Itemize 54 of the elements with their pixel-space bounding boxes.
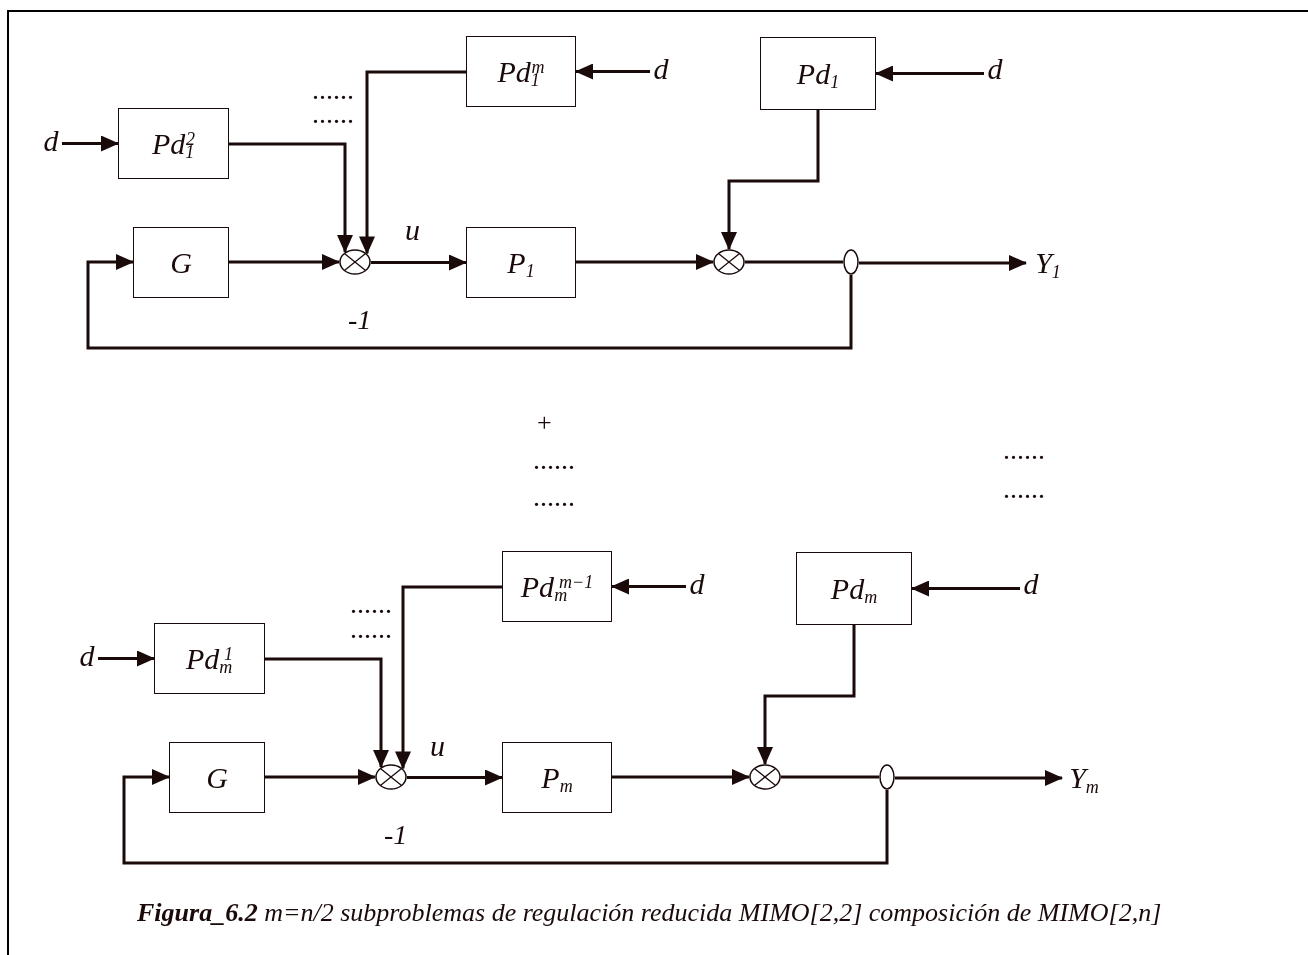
arrow	[62, 135, 119, 152]
continuation-dots: ......	[1003, 436, 1045, 464]
summing-junction	[375, 764, 407, 790]
signal-label: d	[40, 124, 62, 158]
figure-caption: Figura_6.2 m=n/2 subproblemas de regulación reducida MIMO[2,2] composición de MIMO[2,n]	[137, 900, 1162, 926]
pickoff-point	[879, 764, 895, 790]
arrow	[875, 65, 984, 82]
arrow	[122, 769, 889, 865]
arrow	[86, 254, 853, 350]
signal-label: d	[1020, 567, 1042, 601]
continuation-dots: ......	[533, 483, 575, 511]
block-box: G	[133, 227, 229, 298]
arrow	[229, 254, 340, 270]
arrow	[265, 657, 389, 768]
block-box: Pd$_{1}$	[760, 37, 876, 110]
block-box: Pd$_{m}$	[796, 552, 912, 625]
arrow	[98, 650, 155, 667]
connector-line	[781, 775, 879, 779]
continuation-dots: ......	[350, 590, 392, 618]
continuation-dots: ......	[1003, 475, 1045, 503]
arrow	[395, 585, 502, 770]
signal-label: d	[650, 52, 672, 86]
arrow	[371, 254, 467, 271]
continuation-dots: ......	[350, 615, 392, 643]
signal-label: Y$_{1}$	[1026, 246, 1070, 280]
arrow	[575, 63, 650, 80]
summing-junction	[713, 249, 745, 275]
summing-junction	[749, 764, 781, 790]
arrow	[229, 142, 353, 253]
arrow	[611, 578, 686, 595]
summing-junction	[339, 249, 371, 275]
continuation-dots: ......	[533, 446, 575, 474]
pickoff-point	[843, 249, 859, 275]
arrow	[576, 254, 714, 270]
connector-line	[745, 260, 843, 264]
signal-label: u	[405, 215, 420, 245]
arrow	[265, 769, 376, 785]
arrow	[911, 580, 1020, 597]
arrow	[359, 70, 466, 255]
signal-label: d	[76, 639, 98, 673]
block-box: P$_{1}$	[466, 227, 576, 298]
arrow	[895, 770, 1063, 786]
signal-label: u	[430, 731, 445, 761]
arrow	[859, 255, 1027, 271]
arrow	[721, 110, 820, 250]
arrow	[612, 769, 750, 785]
arrow	[407, 769, 503, 786]
block-box: P$_{m}$	[502, 742, 612, 813]
block-box: G	[169, 742, 265, 813]
signal-label: d	[686, 567, 708, 601]
signal-label: d	[984, 52, 1006, 86]
plus-sign: +	[537, 410, 552, 436]
arrow	[757, 625, 856, 765]
signal-label: Y$_{m}$	[1062, 761, 1106, 795]
